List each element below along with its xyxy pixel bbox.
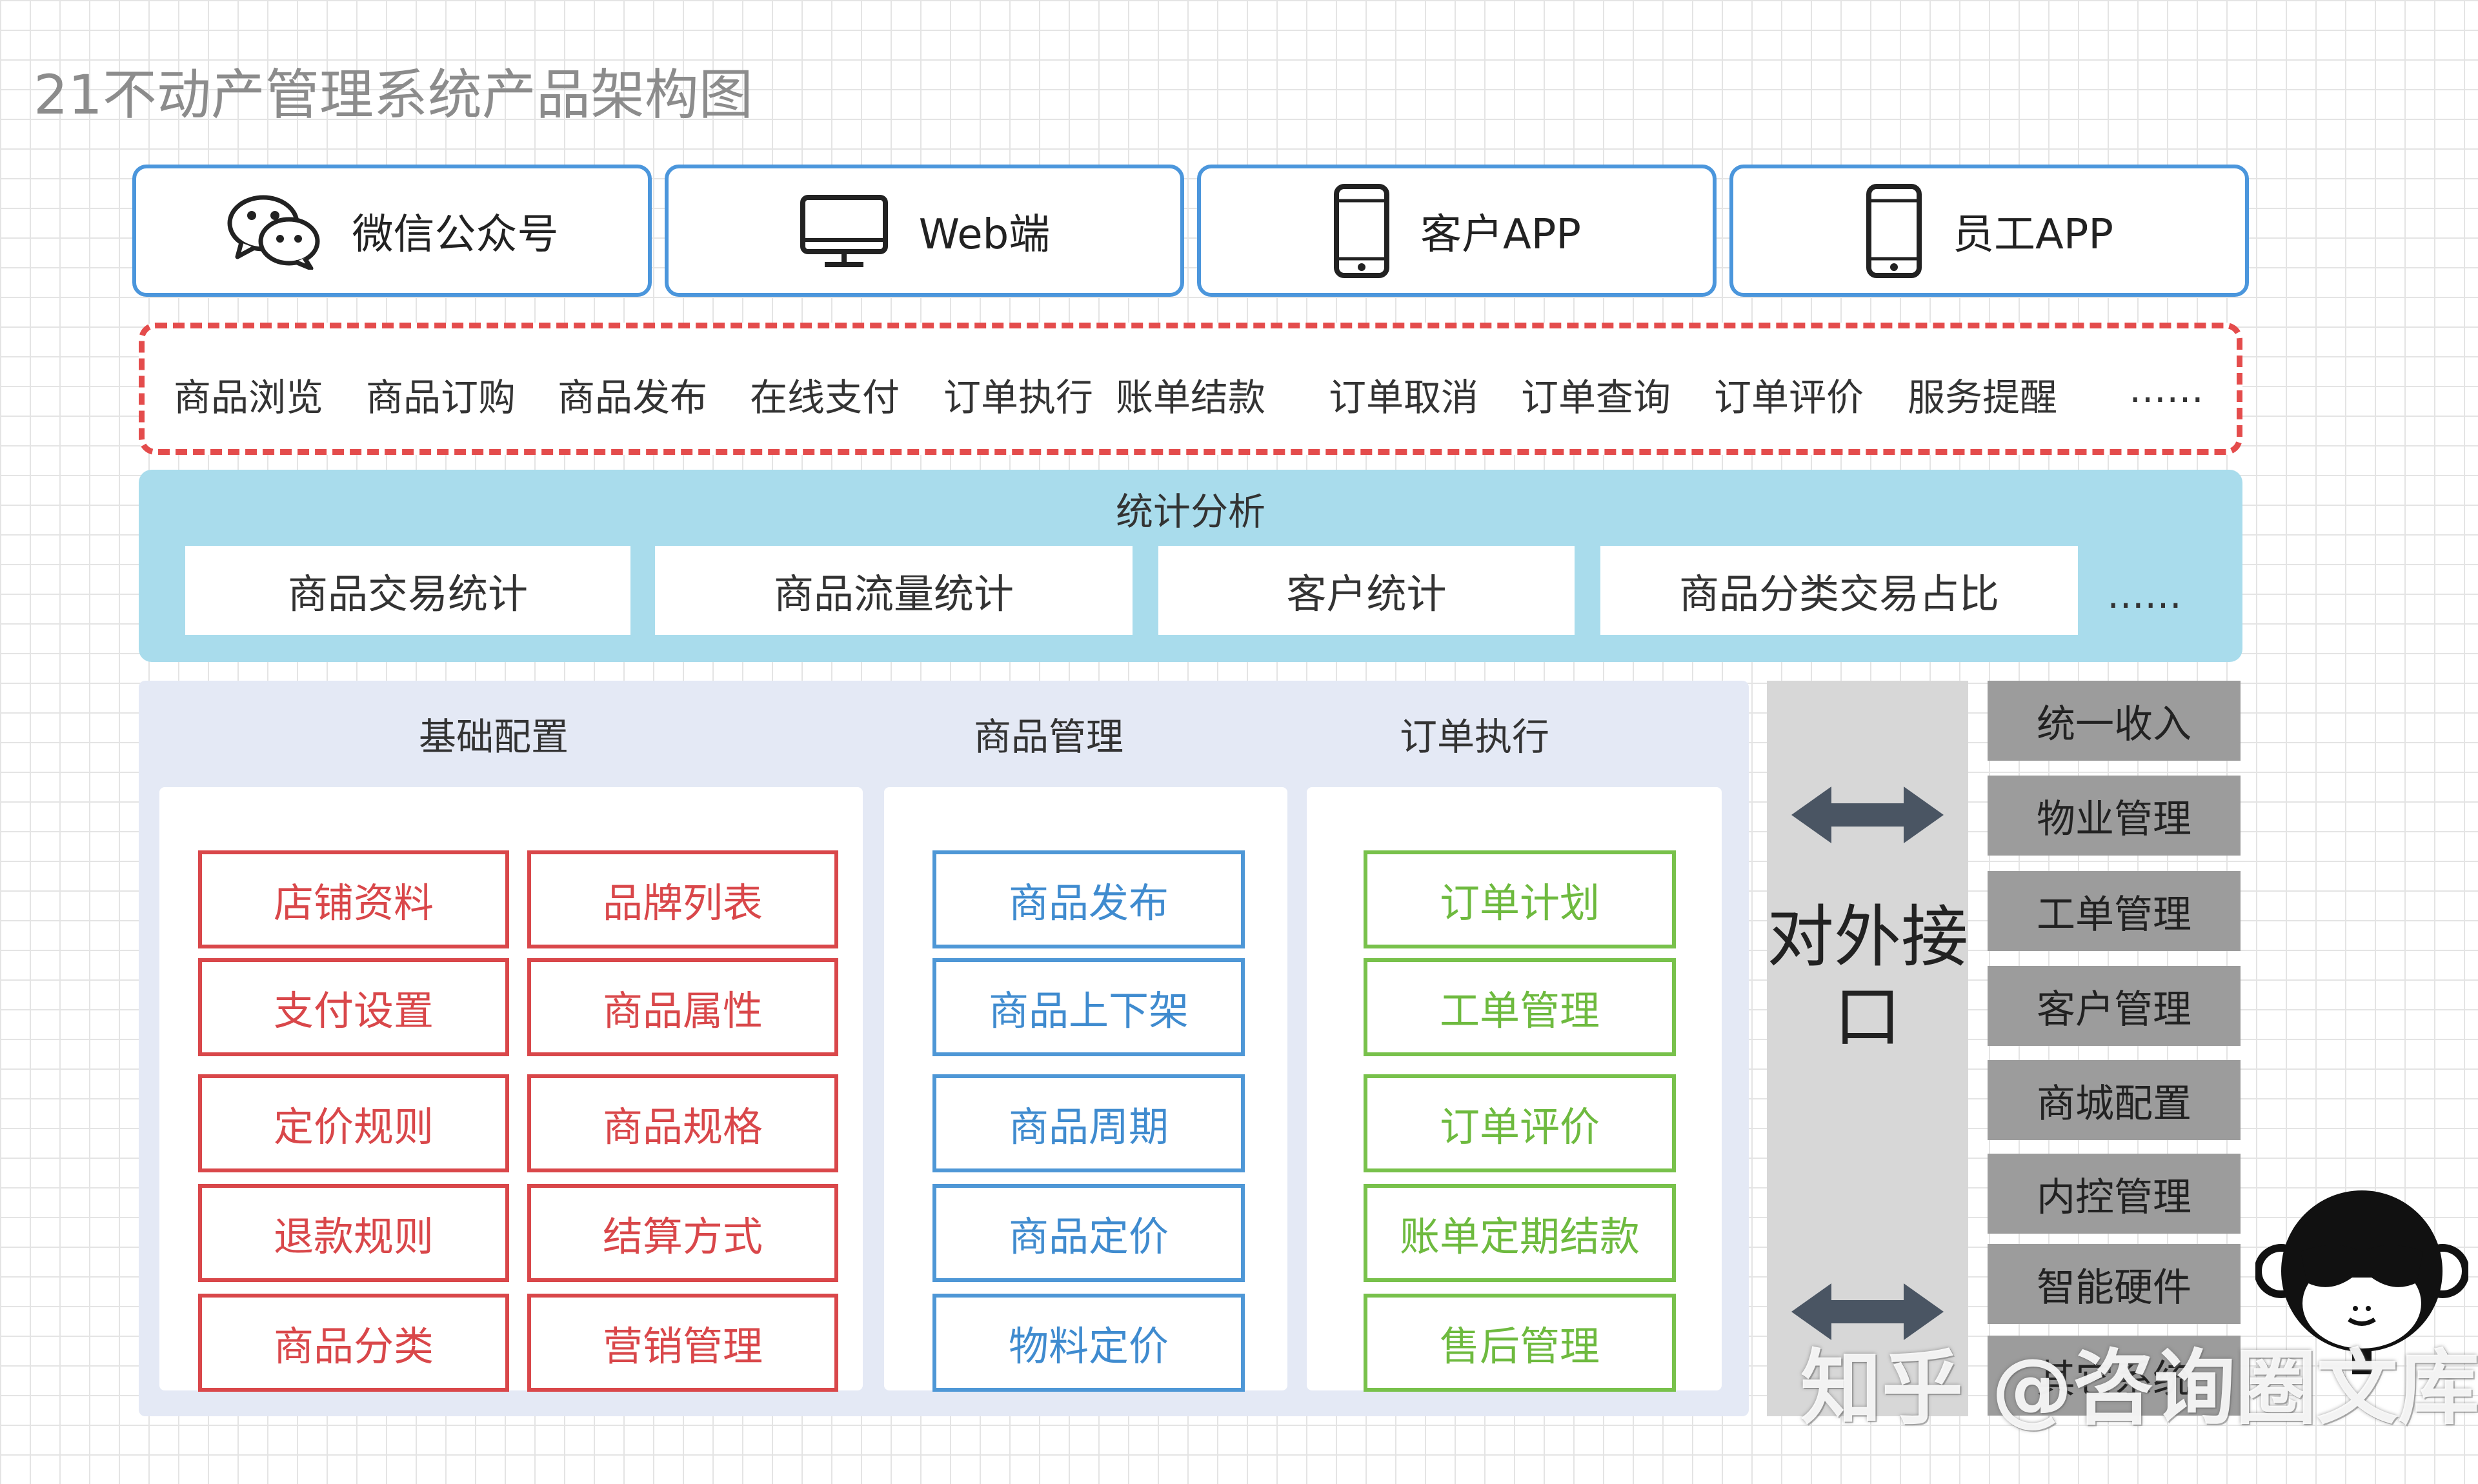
function-item: 在线支付 [750, 376, 900, 419]
stat-item: 客户统计 [1158, 546, 1575, 635]
external-item[interactable]: 智能硬件 [1988, 1244, 2241, 1324]
function-item: 订单取消 [1329, 376, 1479, 419]
stats-more: …… [2107, 573, 2182, 617]
function-row: 商品浏览 商品订购 商品发布 在线支付 订单执行 账单结款 订单取消 订单查询 … [139, 323, 2242, 455]
client-label: Web端 [918, 210, 1051, 259]
client-label: 微信公众号 [352, 210, 559, 259]
base-config-title: 基础配置 [418, 715, 569, 759]
module-item[interactable]: 商品分类 [198, 1294, 509, 1392]
module-item[interactable]: 支付设置 [198, 958, 509, 1056]
order-exec-group: 订单计划 工单管理 订单评价 账单定期结款 售后管理 [1307, 787, 1722, 1392]
base-config-group: 店铺资料 支付设置 定价规则 退款规则 商品分类 品牌列表 商品属性 商品规格 … [159, 787, 863, 1392]
phone-icon [1333, 183, 1391, 279]
phone-icon [1865, 183, 1923, 279]
external-item[interactable]: 商城配置 [1988, 1060, 2241, 1140]
client-staff-app[interactable]: 员工APP [1729, 165, 2249, 297]
external-item[interactable]: 统一收入 [1988, 681, 2241, 761]
wechat-icon [226, 192, 323, 270]
function-more: …… [2129, 367, 2204, 411]
order-exec-title: 订单执行 [1399, 715, 1549, 759]
external-item[interactable]: 物业管理 [1988, 776, 2241, 856]
external-item[interactable]: 工单管理 [1988, 871, 2241, 951]
function-item: 账单结款 [1116, 376, 1266, 419]
function-item: 订单查询 [1521, 376, 1671, 419]
client-label: 客户APP [1420, 210, 1581, 259]
external-item[interactable]: 其它系统 [1988, 1336, 2241, 1416]
module-item[interactable]: 商品周期 [932, 1074, 1245, 1172]
monkey-mascot-icon [2255, 1190, 2468, 1374]
function-item: 订单执行 [943, 376, 1094, 419]
stat-item: 商品流量统计 [655, 546, 1133, 635]
function-item: 订单评价 [1714, 376, 1864, 419]
watermark: 知乎 @咨询圈文库 [1800, 1341, 2478, 1436]
product-mgmt-group: 商品发布 商品上下架 商品周期 商品定价 物料定价 [884, 787, 1287, 1392]
module-item[interactable]: 结算方式 [527, 1184, 838, 1282]
client-customer-app[interactable]: 客户APP [1197, 165, 1717, 297]
function-item: 商品发布 [558, 376, 708, 419]
external-item[interactable]: 内控管理 [1988, 1154, 2241, 1234]
module-item[interactable]: 退款规则 [198, 1184, 509, 1282]
function-item: 服务提醒 [1908, 376, 2058, 419]
page-title: 21不动产管理系统产品架构图 [34, 63, 753, 126]
client-wechat[interactable]: 微信公众号 [132, 165, 652, 297]
module-item[interactable]: 账单定期结款 [1364, 1184, 1676, 1282]
module-item[interactable]: 品牌列表 [527, 850, 838, 948]
double-arrow-icon [1791, 1283, 1944, 1340]
external-item[interactable]: 客户管理 [1988, 966, 2241, 1046]
module-item[interactable]: 商品发布 [932, 850, 1245, 948]
module-item[interactable]: 店铺资料 [198, 850, 509, 948]
stats-title: 统计分析 [1115, 490, 1265, 534]
module-item[interactable]: 商品规格 [527, 1074, 838, 1172]
external-interface: 对外接口 [1767, 681, 1968, 1416]
function-item: 商品浏览 [174, 376, 324, 419]
client-label: 员工APP [1953, 210, 2113, 259]
stats-panel: 统计分析 商品交易统计 商品流量统计 客户统计 商品分类交易占比 …… [139, 470, 2242, 662]
modules-panel: 基础配置 商品管理 订单执行 店铺资料 支付设置 定价规则 退款规则 商品分类 … [139, 681, 1749, 1416]
module-item[interactable]: 订单计划 [1364, 850, 1676, 948]
module-item[interactable]: 商品属性 [527, 958, 838, 1056]
module-item[interactable]: 定价规则 [198, 1074, 509, 1172]
interface-label: 对外接口 [1767, 897, 1969, 1056]
stat-item: 商品分类交易占比 [1600, 546, 2078, 635]
double-arrow-icon [1791, 787, 1944, 843]
module-item[interactable]: 售后管理 [1364, 1294, 1676, 1392]
module-item[interactable]: 营销管理 [527, 1294, 838, 1392]
module-item[interactable]: 商品定价 [932, 1184, 1245, 1282]
monitor-icon [799, 192, 889, 270]
client-web[interactable]: Web端 [665, 165, 1184, 297]
stat-item: 商品交易统计 [185, 546, 630, 635]
module-item[interactable]: 订单评价 [1364, 1074, 1676, 1172]
module-item[interactable]: 商品上下架 [932, 958, 1245, 1056]
module-item[interactable]: 工单管理 [1364, 958, 1676, 1056]
module-item[interactable]: 物料定价 [932, 1294, 1245, 1392]
product-mgmt-title: 商品管理 [973, 715, 1123, 759]
function-item: 商品订购 [366, 376, 516, 419]
